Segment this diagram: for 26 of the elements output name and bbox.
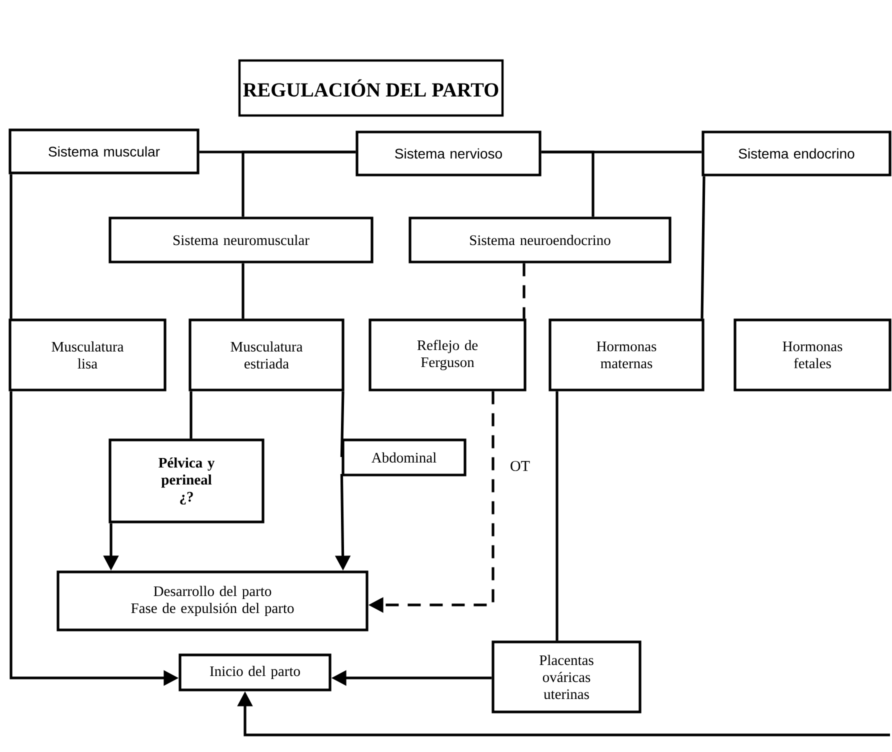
text-box: Hormonas maternas	[548, 318, 704, 392]
text-box: Sistema neuromuscular	[108, 216, 374, 264]
text-box: Musculatura estriada	[188, 318, 344, 392]
text-box: Abdominal	[342, 438, 466, 476]
connector-line	[556, 391, 558, 641]
text-box: Placentas ováricas uterinas	[492, 640, 642, 714]
text-box: Sistema neuroendocrino	[408, 216, 672, 264]
title-box: REGULACIÓN DEL PARTO	[238, 59, 504, 117]
connector-line	[700, 176, 706, 319]
connector-line	[190, 391, 192, 439]
text-box: Sistema endocrino	[702, 130, 892, 176]
text-box: Reflejo de Ferguson	[368, 318, 526, 392]
dashed-connector-line	[522, 263, 526, 319]
connector-line	[340, 391, 344, 458]
text-box: Inicio del parto	[178, 654, 332, 692]
connector-line	[242, 150, 356, 217]
text-box: Sistema nervioso	[356, 130, 542, 176]
text-box: Musculatura lisa	[8, 318, 166, 392]
edge-label: OT	[508, 458, 532, 474]
connector-line	[10, 174, 12, 319]
text-box: Pélvica y perineal ¿?	[108, 438, 264, 524]
connector-line	[242, 263, 244, 319]
text-box: Hormonas fetales	[734, 318, 892, 392]
connector-line	[541, 150, 594, 217]
text-box: Sistema muscular	[8, 128, 200, 174]
text-box: Desarrollo del parto Fase de expulsión del parto	[56, 570, 368, 632]
